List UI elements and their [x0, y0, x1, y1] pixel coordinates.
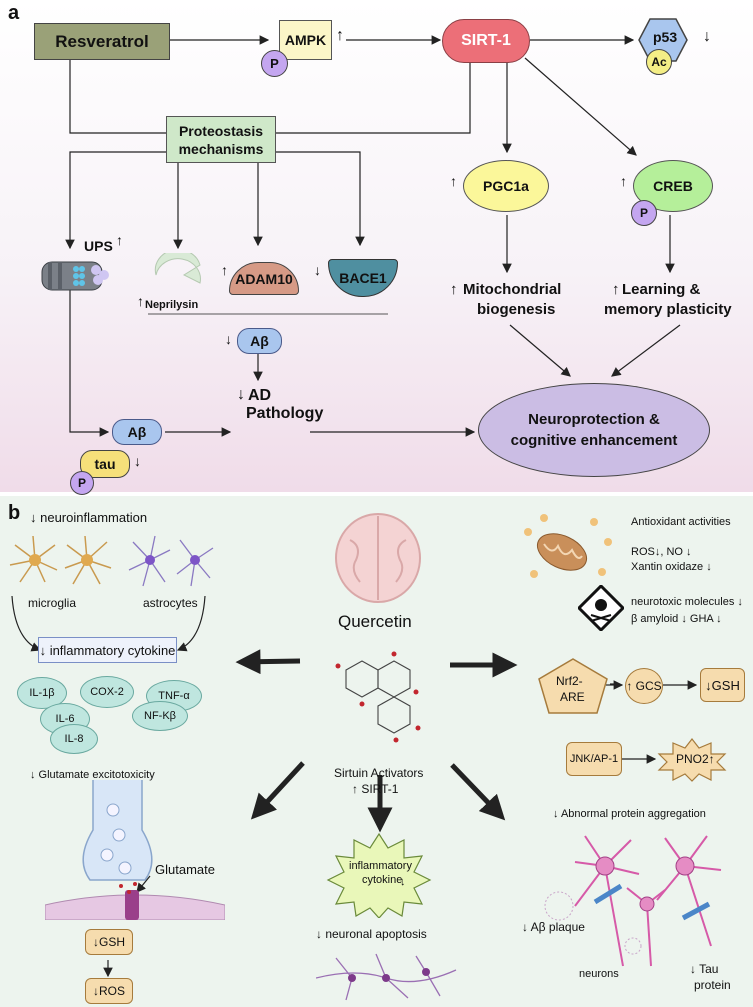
sirt1-node: SIRT-1	[442, 19, 530, 63]
neprilysin-label: Neprilysin	[145, 299, 199, 311]
neuroprotection-line1: Neuroprotection &	[528, 411, 660, 428]
tau-protein-line2: protein	[694, 978, 731, 992]
learning-line2: memory plasticity	[604, 301, 732, 318]
proteostasis-line1: Proteostasis	[178, 122, 264, 139]
adam10-up-arrow: ↑	[221, 262, 228, 278]
glutamate-label: Glutamate	[155, 862, 215, 877]
abeta-bottom-node: Aβ	[112, 419, 162, 445]
gcs-node: ↑ GCS	[625, 668, 663, 704]
cytokine-cox2: COX-2	[80, 676, 134, 708]
mito-line2: biogenesis	[477, 301, 556, 318]
neurons-icon	[544, 835, 722, 967]
quercetin-structure-icon	[335, 651, 421, 743]
antioxidant-label: Antioxidant activities	[631, 516, 731, 528]
nrf2-line1: Nrf2-	[556, 674, 583, 688]
mitochondria-icon	[524, 514, 612, 578]
abeta-down-arrow: ↓	[225, 331, 232, 347]
sirtuin-line1: Sirtuin Activators	[334, 766, 424, 780]
panel-a-label: a	[8, 2, 20, 24]
learning-up-arrow: ↑	[612, 281, 620, 298]
glial-cells-icon	[9, 535, 214, 587]
synapse-icon	[45, 780, 225, 920]
inflammatory-cytokine-box: ↓ inflammatory cytokine	[38, 637, 177, 663]
xantin-label: Xantin oxidaze ↓	[631, 561, 712, 573]
jnk-box: JNK/AP-1	[566, 742, 622, 776]
nrf2-pentagon	[538, 658, 608, 714]
abeta-plaque-label: ↓ Aβ plaque	[522, 920, 585, 934]
creb-phospho-badge: P	[631, 200, 657, 226]
tau-down-arrow: ↓	[134, 453, 141, 469]
ups-label: UPS	[84, 238, 113, 254]
p53-acetyl-badge: Ac	[646, 49, 672, 75]
beta-amyloid-label: β amyloid ↓ GHA ↓	[631, 613, 722, 625]
pgc1a-up-arrow: ↑	[450, 173, 457, 189]
brain-icon	[335, 513, 421, 603]
cytokine-burst-icon	[326, 832, 432, 918]
gsh-left-box: ↓GSH	[85, 929, 133, 955]
neprilysin-up-arrow: ↑	[137, 293, 144, 309]
toxic-hazard-icon	[578, 585, 624, 631]
neprilysin-shape	[154, 253, 201, 284]
cytokine-nfkb: NF-Kβ	[132, 701, 188, 731]
ampk-box: AMPK	[279, 20, 332, 60]
neuroprotection-node: Neuroprotection & cognitive enhancement	[478, 383, 710, 477]
center-cytokine-line2: cytokine	[362, 874, 403, 886]
proteostasis-line2: mechanisms	[178, 140, 264, 157]
pno2-label: PNO2↑	[676, 752, 715, 766]
cytokine-il8: IL-8	[50, 724, 98, 754]
gsh-right-box: ↓GSH	[700, 668, 745, 702]
apoptotic-neurons-icon	[316, 953, 457, 1001]
proteasome-icon	[41, 261, 109, 291]
abeta-node: Aβ	[237, 328, 282, 354]
neuroinflammation-label: ↓ neuroinflammation	[30, 510, 148, 525]
ros-no-label: ROS↓, NO ↓	[631, 546, 692, 558]
learning-line1: Learning &	[622, 281, 701, 298]
bace1-down-arrow: ↓	[314, 262, 321, 278]
neurotoxic-label: neurotoxic molecules ↓	[631, 596, 743, 608]
resveratrol-box: Resveratrol	[34, 23, 170, 60]
adam10-shape: ADAM10	[229, 262, 299, 295]
astrocytes-label: astrocytes	[143, 596, 198, 610]
ad-label-line2: Pathology	[246, 405, 324, 422]
neurons-label: neurons	[579, 968, 619, 980]
ampk-up-arrow: ↑	[336, 27, 344, 44]
sirtuin-line2: ↑ SIRT-1	[352, 782, 399, 796]
proteostasis-box: Proteostasis mechanisms	[166, 116, 276, 163]
p53-down-arrow: ↓	[703, 28, 711, 45]
panel-b-label: b	[8, 502, 21, 524]
mito-up-arrow: ↑	[450, 281, 458, 298]
center-cytokine-line1: inflammatory	[349, 860, 412, 872]
abnormal-protein-label: ↓ Abnormal protein aggregation	[553, 808, 706, 820]
microglia-label: microglia	[28, 596, 77, 610]
tau-protein-line1: ↓ Tau	[690, 962, 719, 976]
mito-line1: Mitochondrial	[463, 281, 562, 298]
tau-phospho-badge: P	[70, 471, 94, 495]
ups-up-arrow: ↑	[116, 232, 123, 248]
ad-label-line1: AD	[248, 387, 272, 404]
pgc1a-node: PGC1a	[463, 160, 549, 212]
neuroprotection-line2: cognitive enhancement	[510, 432, 678, 449]
creb-node: CREB	[633, 160, 713, 212]
ampk-phospho-badge: P	[261, 50, 288, 77]
p53-label: p53	[653, 29, 678, 45]
center-cytokine-arrow: ↓	[400, 876, 406, 888]
nrf2-line2: ARE	[560, 690, 585, 704]
ros-left-box: ↓ROS	[85, 978, 133, 1004]
quercetin-label: Quercetin	[338, 612, 412, 631]
pno2-burst	[657, 738, 727, 782]
ad-down-arrow: ↓	[237, 386, 245, 403]
glutamate-excitotoxicity-label: ↓ Glutamate excitotoxicity	[30, 769, 155, 781]
neuronal-apoptosis-label: ↓ neuronal apoptosis	[316, 927, 427, 941]
creb-up-arrow: ↑	[620, 173, 627, 189]
